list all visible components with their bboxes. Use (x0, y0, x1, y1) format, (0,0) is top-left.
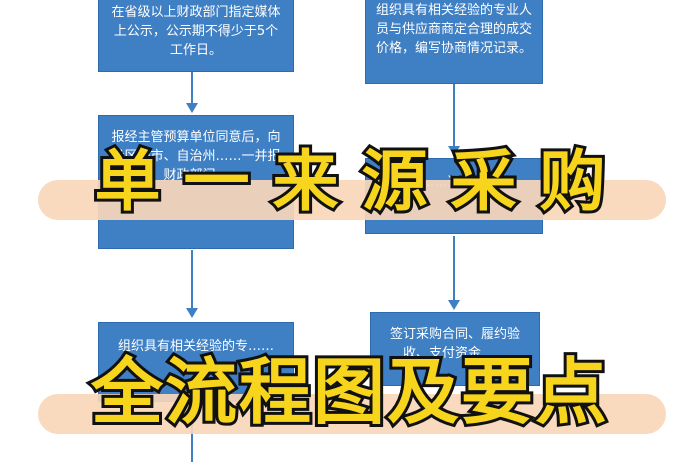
arrow-down-icon (186, 103, 198, 113)
overlay-title-line2: 全流程图及要点 (88, 347, 610, 437)
connector-left-1 (191, 72, 193, 104)
flow-box-right-3-text: 签订采购合同、履约验收、支付资金…… (389, 327, 520, 361)
connector-right-1 (453, 84, 455, 149)
arrow-down-icon (448, 300, 460, 310)
flow-box-left-2-text: 报经主管预算单位同意后，向设区的市、自治州……一并报财政部门。 (111, 130, 281, 183)
connector-right-2 (453, 236, 455, 302)
flow-box-right-3: 签订采购合同、履约验收、支付资金…… (370, 312, 540, 386)
title-band-top (38, 180, 666, 220)
flow-box-left-1-text: 在省级以上财政部门指定媒体上公示，公示期不得少于5个工作日。 (111, 5, 281, 58)
flow-box-left-3: 组织具有相关经验的专…… (98, 322, 294, 402)
arrow-down-icon (448, 146, 460, 156)
title-band-bottom (38, 394, 666, 434)
flow-box-left-3-text: 组织具有相关经验的专…… (117, 339, 274, 354)
flow-box-left-1: 在省级以上财政部门指定媒体上公示，公示期不得少于5个工作日。 (98, 0, 294, 72)
flow-box-right-1: 组织具有相关经验的专业人员与供应商商定合理的成交价格，编写协商情况记录。 (365, 0, 543, 84)
arrow-down-icon (186, 308, 198, 318)
overlay-title-line1: 单 一 来 源 采 购 (92, 140, 609, 223)
connector-left-2 (191, 250, 193, 310)
flow-box-right-1-text: 组织具有相关经验的专业人员与供应商商定合理的成交价格，编写协商情况记录。 (376, 3, 533, 56)
